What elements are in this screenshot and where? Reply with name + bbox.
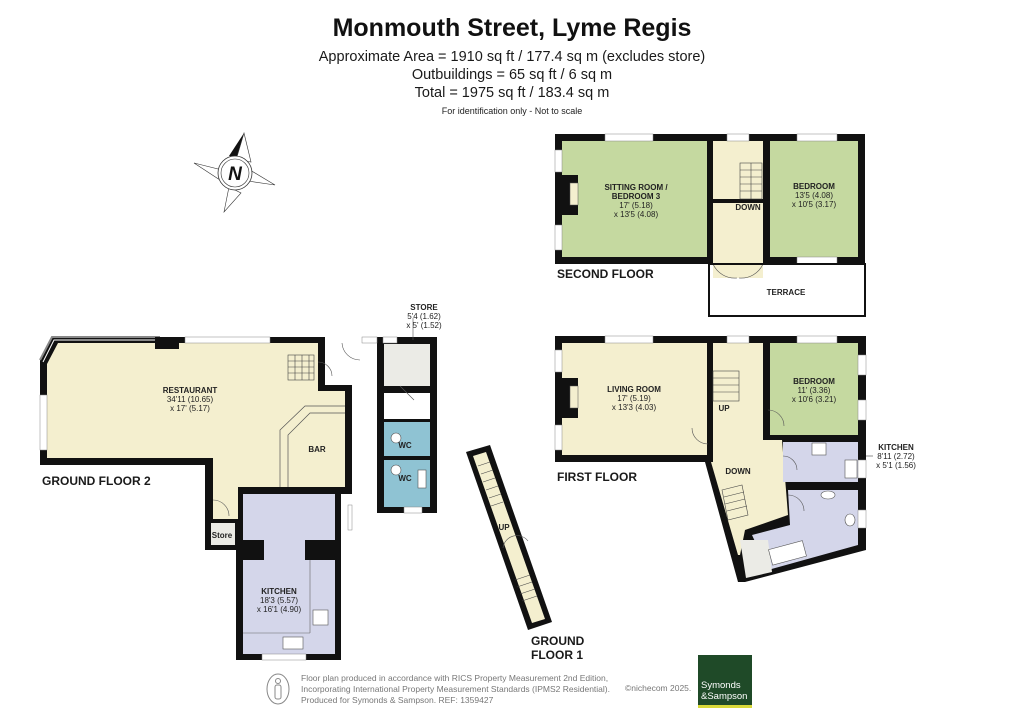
ground-floor-1-plan [466,445,552,630]
first-floor-plan [554,335,867,582]
logo-line-1: Symonds [701,680,741,691]
person-scale-icon [266,673,290,705]
svg-text:BAR: BAR [308,445,326,454]
logo-line-2: &Sampson [701,691,748,702]
ground-floor-1-label-line1: GROUND [531,634,585,648]
svg-text:N: N [228,164,243,185]
svg-text:8'11 (2.72): 8'11 (2.72) [877,452,915,461]
svg-text:SITTING ROOM /: SITTING ROOM / [604,183,668,192]
footer-line-2: Incorporating International Property Mea… [301,684,610,694]
compass-north-icon: N [193,131,276,214]
second-floor-label: SECOND FLOOR [557,267,654,281]
svg-text:x 10'5 (3.17): x 10'5 (3.17) [792,200,837,209]
svg-text:LIVING ROOM: LIVING ROOM [607,385,661,394]
ground-floor-2-label: GROUND FLOOR 2 [42,474,151,488]
svg-text:11' (3.36): 11' (3.36) [798,386,831,395]
svg-text:DOWN: DOWN [725,467,751,476]
ground-floor-1-label-line2: FLOOR 1 [531,648,584,662]
total-area: Total = 1975 sq ft / 183.4 sq m [414,85,610,101]
svg-text:x 16'1 (4.90): x 16'1 (4.90) [257,605,302,614]
svg-text:RESTAURANT: RESTAURANT [163,386,218,395]
svg-text:x 5' (1.52): x 5' (1.52) [406,321,442,330]
symonds-sampson-logo: Symonds &Sampson [698,655,752,708]
footer-line-3: Produced for Symonds & Sampson. REF: 135… [301,695,494,705]
svg-text:TERRACE: TERRACE [767,288,806,297]
svg-text:WC: WC [398,441,412,450]
svg-text:STORE: STORE [410,303,438,312]
svg-text:KITCHEN: KITCHEN [261,587,297,596]
svg-text:UP: UP [498,523,510,532]
first-floor-label: FIRST FLOOR [557,470,637,484]
svg-text:17' (5.18): 17' (5.18) [619,201,653,210]
svg-text:x 13'5 (4.08): x 13'5 (4.08) [614,210,659,219]
svg-text:DOWN: DOWN [735,203,761,212]
svg-text:18'3 (5.57): 18'3 (5.57) [260,596,298,605]
svg-text:34'11 (10.65): 34'11 (10.65) [167,395,214,404]
svg-text:x 13'3 (4.03): x 13'3 (4.03) [612,403,657,412]
rics-statement: Floor plan produced in accordance with R… [301,673,610,706]
svg-text:KITCHEN: KITCHEN [878,443,914,452]
copyright: ©nichecom 2025. [625,683,692,693]
svg-text:13'5 (4.08): 13'5 (4.08) [795,191,833,200]
svg-text:BEDROOM 3: BEDROOM 3 [612,192,661,201]
svg-text:BEDROOM: BEDROOM [793,182,835,191]
second-floor-plan [554,133,866,317]
svg-text:Store: Store [212,531,233,540]
svg-text:x 10'6 (3.21): x 10'6 (3.21) [792,395,837,404]
svg-text:x 17' (5.17): x 17' (5.17) [170,404,210,413]
page-title: Monmouth Street, Lyme Regis [332,14,692,42]
ground-floor-2-plan [39,318,437,661]
outbuildings-area: Outbuildings = 65 sq ft / 6 sq m [411,67,613,83]
svg-text:WC: WC [398,474,412,483]
approx-area: Approximate Area = 1910 sq ft / 177.4 sq… [318,49,706,65]
svg-text:UP: UP [718,404,730,413]
disclaimer: For identification only - Not to scale [441,106,583,116]
svg-text:BEDROOM: BEDROOM [793,377,835,386]
footer-line-1: Floor plan produced in accordance with R… [301,673,609,683]
svg-text:5'4 (1.62): 5'4 (1.62) [407,312,441,321]
svg-text:x 5'1 (1.56): x 5'1 (1.56) [876,461,916,470]
svg-text:17' (5.19): 17' (5.19) [617,394,651,403]
